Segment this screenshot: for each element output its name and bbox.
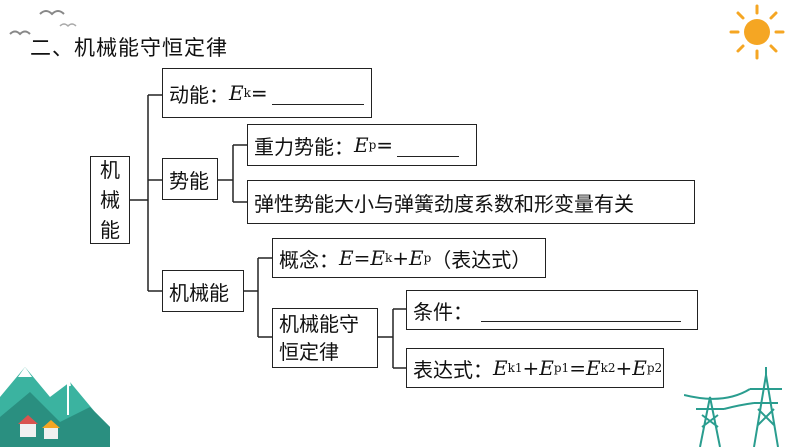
concept-plus: +E [392, 246, 424, 270]
node-conservation-law: 机械能守 恒定律 [272, 308, 378, 368]
condition-blank[interactable] [481, 299, 681, 322]
sun-icon [729, 4, 785, 60]
expression-label: 表达式： [413, 357, 493, 382]
root-char: 机 [100, 158, 120, 182]
gravity-sub: p [368, 138, 377, 152]
concept-formula: E=E [339, 246, 385, 270]
landscape-decoration [0, 367, 110, 447]
gravity-label: 重力势能： [254, 134, 354, 159]
kinetic-sub: k [243, 86, 251, 100]
potential-label: 势能 [169, 168, 209, 193]
expr-e1: E [493, 356, 508, 380]
conservation-line1: 机械能守 [279, 312, 359, 336]
root-node-mechanical-energy: 机 械 能 [90, 156, 130, 244]
gravity-eq: = [376, 133, 394, 157]
birds-decoration [9, 10, 77, 36]
concept-sub1: k [384, 251, 393, 265]
mech-label: 机械能 [169, 280, 229, 305]
node-potential-energy: 势能 [162, 158, 218, 200]
expr-s4: p2 [646, 361, 663, 375]
expr-e3: =E [569, 356, 601, 380]
elastic-text: 弹性势能大小与弹簧劲度系数和形变量有关 [254, 191, 634, 216]
expr-s3: k2 [600, 361, 616, 375]
kinetic-symbol: E [229, 81, 244, 105]
node-condition: 条件： [406, 290, 698, 330]
gravity-symbol: E [354, 133, 369, 157]
concept-note: （表达式） [431, 247, 532, 272]
root-char: 械 [100, 188, 120, 212]
conservation-line2: 恒定律 [279, 340, 339, 364]
concept-sub2: p [423, 251, 432, 265]
kinetic-eq: = [250, 81, 268, 105]
concept-label: 概念： [279, 247, 339, 272]
expr-e4: +E [615, 356, 647, 380]
gravity-blank[interactable] [397, 134, 460, 157]
condition-label: 条件： [413, 299, 473, 324]
kinetic-label: 动能： [169, 82, 229, 107]
node-mechanical-energy: 机械能 [162, 270, 244, 312]
kinetic-blank[interactable] [271, 82, 364, 105]
expr-s2: p1 [553, 361, 570, 375]
expr-s1: k1 [507, 361, 523, 375]
page-title: 二、机械能守恒定律 [30, 36, 228, 60]
power-tower-icon [684, 367, 782, 447]
node-elastic-potential: 弹性势能大小与弹簧劲度系数和形变量有关 [247, 180, 695, 224]
root-char: 能 [100, 218, 120, 242]
expr-e2: +E [522, 356, 554, 380]
